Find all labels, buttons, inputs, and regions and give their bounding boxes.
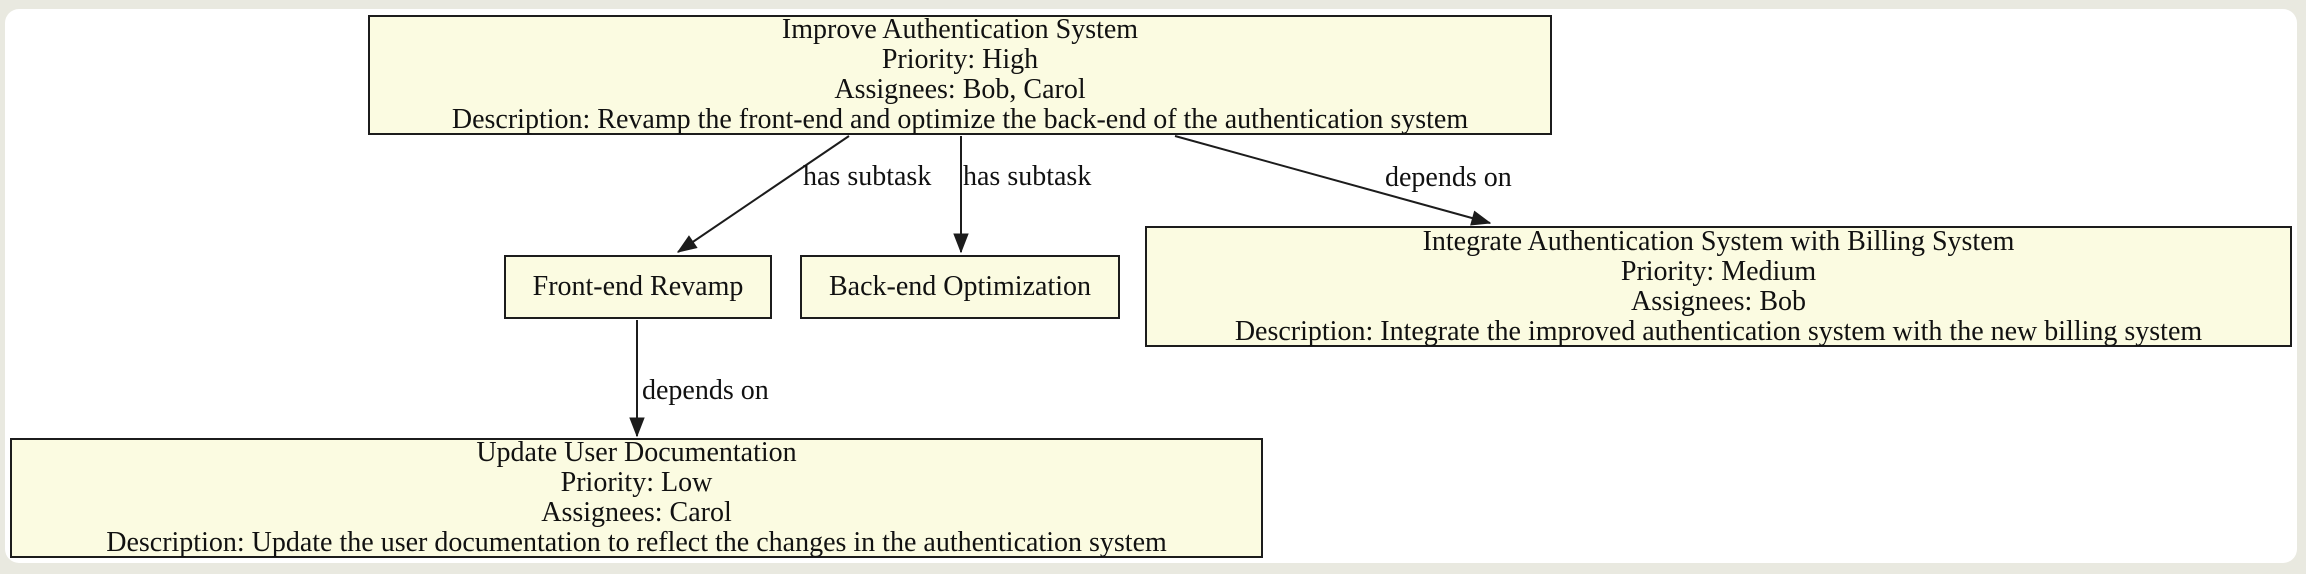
- task-node-backend-optimization: Back-end Optimization: [800, 255, 1120, 319]
- node-assignees: Assignees: Carol: [541, 497, 732, 528]
- node-priority: Priority: Medium: [1620, 255, 1817, 287]
- task-node-update-user-documentation: Update User Documentation Priority: Low …: [10, 438, 1263, 558]
- edge-label-depends-on-left: depends on: [642, 375, 769, 406]
- edge-label-depends-on-right: depends on: [1385, 162, 1512, 193]
- node-assignees: Assignees: Bob: [1631, 285, 1806, 317]
- node-description: Description: Revamp the front-end and op…: [451, 104, 1469, 135]
- task-node-frontend-revamp: Front-end Revamp: [504, 255, 772, 319]
- edge-label-has-subtask-right: has subtask: [963, 161, 1092, 192]
- node-description: Description: Integrate the improved auth…: [1234, 315, 2203, 347]
- node-title: Integrate Authentication System with Bil…: [1422, 225, 2015, 257]
- node-title: Front-end Revamp: [532, 271, 744, 302]
- task-node-improve-authentication: Improve Authentication System Priority: …: [368, 15, 1552, 135]
- node-assignees: Assignees: Bob, Carol: [834, 74, 1086, 105]
- node-title: Back-end Optimization: [828, 271, 1092, 302]
- node-description: Description: Update the user documentati…: [106, 527, 1167, 558]
- edge-label-has-subtask-left: has subtask: [803, 161, 932, 192]
- node-priority: Priority: Low: [560, 467, 713, 498]
- node-title: Improve Authentication System: [781, 14, 1139, 45]
- task-node-integrate-billing: Integrate Authentication System with Bil…: [1145, 226, 2292, 347]
- node-title: Update User Documentation: [476, 437, 797, 468]
- node-priority: Priority: High: [881, 44, 1039, 75]
